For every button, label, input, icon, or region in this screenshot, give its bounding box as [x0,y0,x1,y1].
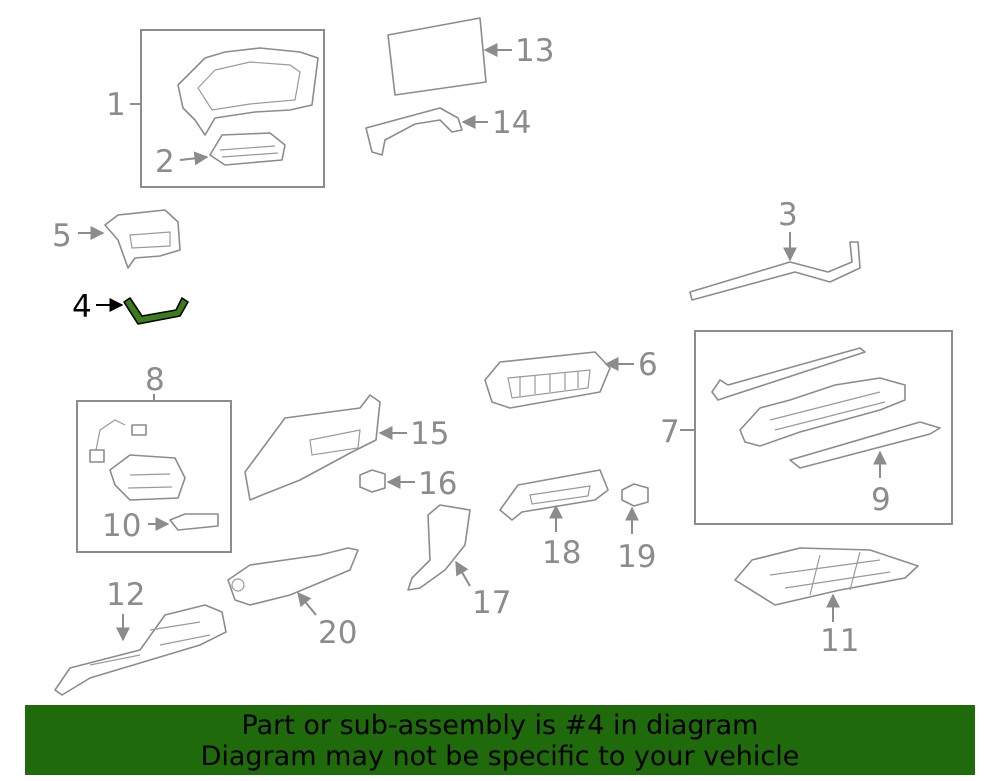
part-4-highlighted[interactable] [123,297,189,325]
part-20-lower-panel[interactable] [227,547,359,606]
callout-7: 7 [660,414,680,450]
callout-18: 18 [542,535,581,571]
callout-6: 6 [638,347,658,383]
callout-12: 12 [106,577,145,613]
part-7-dash-panel-assembly[interactable] [711,347,906,447]
callout-10: 10 [102,508,141,544]
part-1-cluster-housing[interactable] [177,47,319,136]
group-box-1 [140,29,325,188]
callout-13: 13 [515,33,554,69]
callout-11: 11 [820,623,859,659]
callout-9: 9 [871,482,891,518]
part-9-trim-strip[interactable] [789,421,941,469]
parts-diagram: 1 2 13 14 5 4 3 6 [52,17,953,696]
part-12-reinforcement[interactable] [54,604,227,696]
callout-3: 3 [778,197,798,233]
callout-19: 19 [617,539,656,575]
part-14-panel-bracket[interactable] [365,107,463,156]
part-5-switch-bezel[interactable] [104,209,181,269]
callout-17: 17 [472,585,511,621]
group-box-7 [694,330,953,525]
info-banner: Part or sub-assembly is #4 in diagram Di… [25,705,975,775]
part-17-console-trim[interactable] [407,504,471,591]
part-2-cluster-trim[interactable] [209,132,286,166]
callout-20: 20 [318,615,357,651]
part-3-dash-strip[interactable] [689,241,861,301]
part-8-switch-assembly[interactable] [89,419,186,501]
callout-8: 8 [145,362,165,398]
part-15-side-panel[interactable] [244,394,381,501]
part-13-display-panel[interactable] [387,17,487,96]
banner-line-1: Part or sub-assembly is #4 in diagram [241,710,759,741]
part-11-glove-box[interactable] [734,547,919,606]
part-10-trim-plate[interactable] [169,513,219,531]
part-19-clip[interactable] [621,483,649,507]
part-6-center-vent[interactable] [484,351,611,409]
part-18-control-panel[interactable] [499,469,609,521]
callout-2: 2 [155,144,175,180]
callout-16: 16 [418,466,457,502]
callout-5: 5 [52,218,72,254]
callout-15: 15 [410,416,449,452]
callout-14: 14 [492,105,531,141]
callout-4: 4 [72,289,92,325]
part-16-clip[interactable] [359,469,386,493]
callout-1: 1 [106,87,126,123]
banner-line-2: Diagram may not be specific to your vehi… [200,741,800,772]
